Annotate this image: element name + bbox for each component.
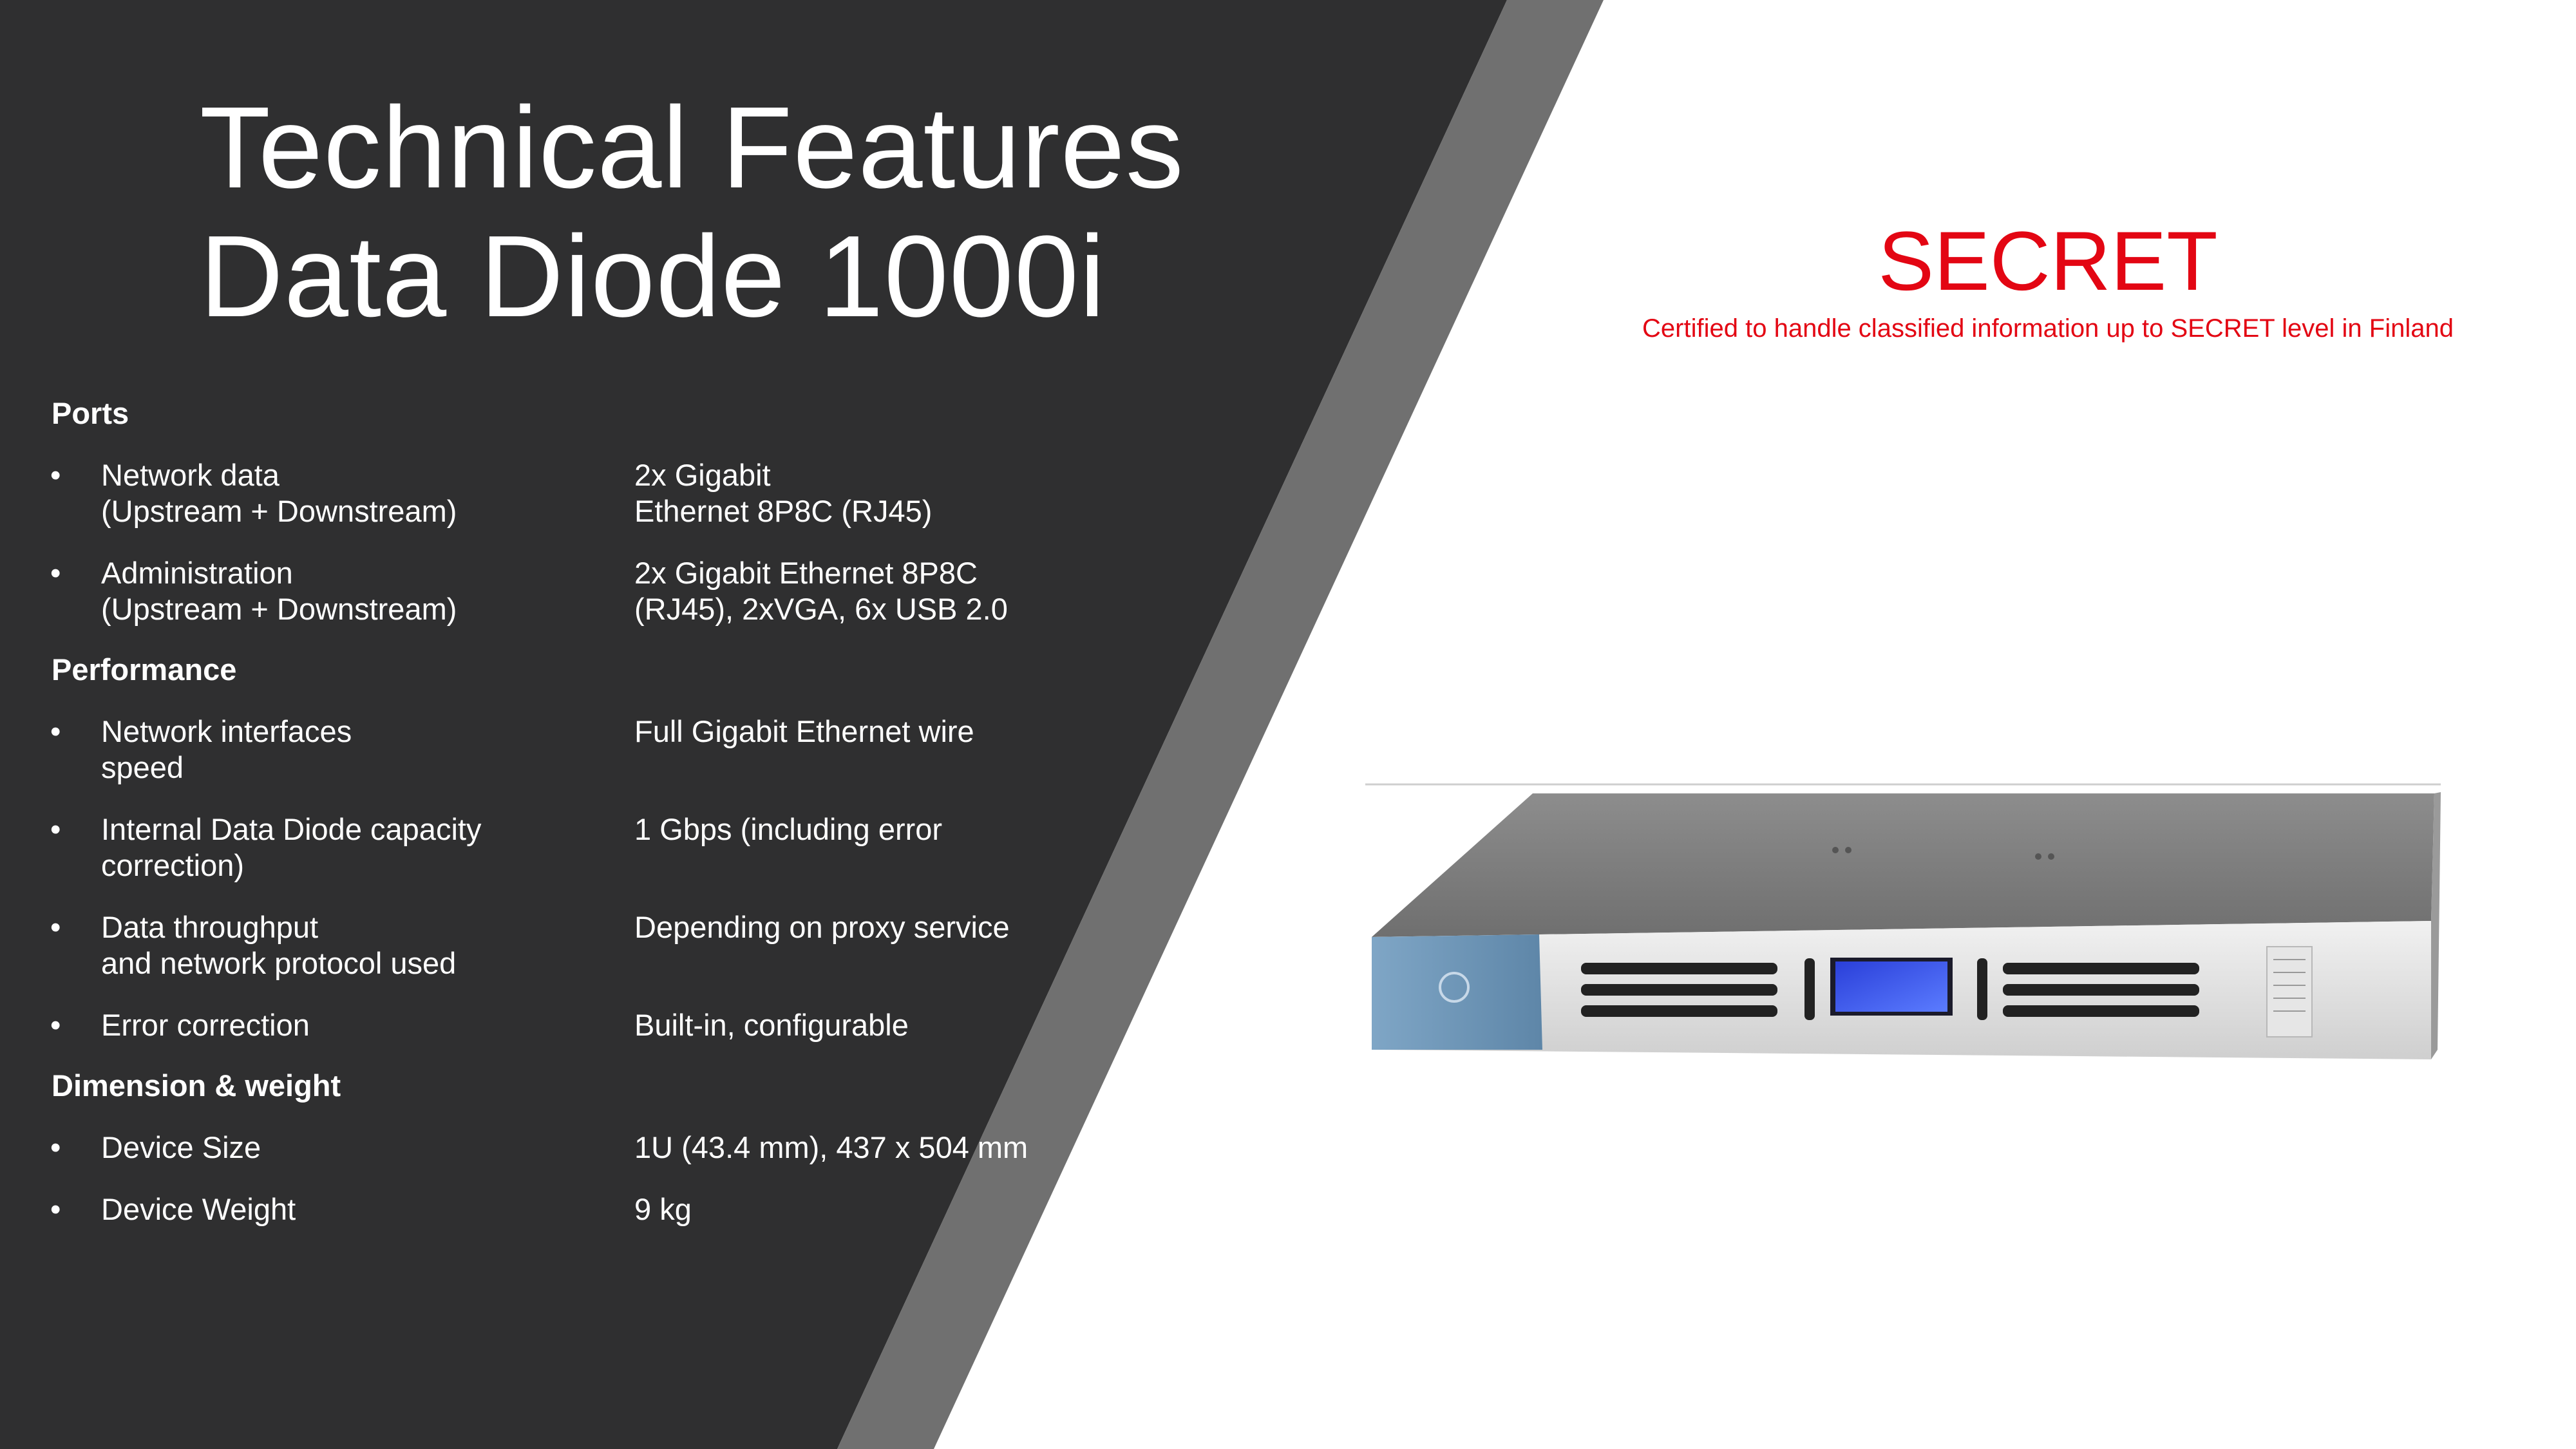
spec-value: 1U (43.4 mm), 437 x 504 mm [634,1130,1028,1164]
bullet: • [50,714,61,748]
spec-value: 9 kg [634,1192,692,1226]
dark-panel [0,0,1507,1449]
spec-label: Device Size [101,1130,261,1164]
bullet: • [50,458,61,492]
section-heading-dimension-weight: Dimension & weight [52,1068,341,1103]
page-title-line-1: Technical Features [200,83,1184,213]
spec-label: Device Weight [101,1192,296,1226]
diagonal-stripe [837,0,1604,1449]
classification-subtitle: Certified to handle classified informati… [1642,314,2454,343]
section-heading-performance: Performance [52,652,237,687]
spec-value: 1 Gbps (including error [634,812,943,846]
spec-value: Built-in, configurable [634,1008,909,1042]
bullet: • [50,1130,61,1164]
section-heading-ports: Ports [52,396,129,430]
classification-title: SECRET [1878,214,2218,308]
spec-label: Error correction [101,1008,310,1042]
spec-label: Administration (Upstream + Downstream) [101,556,457,626]
bullet: • [50,1192,61,1226]
title-block: Technical Features Data Diode 1000i [200,84,1184,341]
page-title-line-2: Data Diode 1000i [200,212,1106,341]
spec-label: Internal Data Diode capacity correction) [101,812,482,882]
spec-label: Network interfaces speed [101,714,352,784]
data-diode-appliance-icon [1365,783,2441,1059]
bullet: • [50,910,61,944]
bullet: • [50,556,61,590]
spec-value: 2x Gigabit Ethernet 8P8C (RJ45) [634,458,933,528]
spec-label: Network data (Upstream + Downstream) [101,458,457,528]
spec-label: Data throughput and network protocol use… [101,910,457,980]
bullet: • [50,812,61,846]
spec-value: Depending on proxy service [634,910,1010,944]
bullet: • [50,1008,61,1042]
spec-value: 2x Gigabit Ethernet 8P8C (RJ45), 2xVGA, … [634,556,1008,626]
spec-value: Full Gigabit Ethernet wire [634,714,974,748]
